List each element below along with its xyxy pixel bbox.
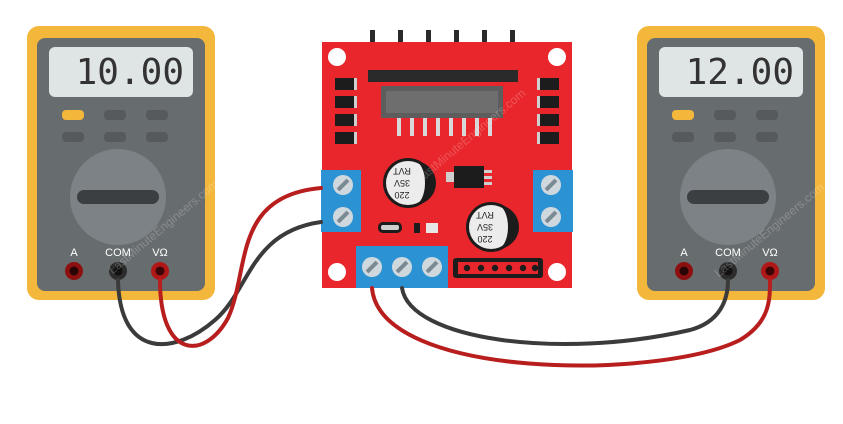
cap-label-series: RVT — [393, 166, 411, 176]
smd-component — [426, 223, 438, 233]
cap-label-series: RVT — [476, 210, 494, 220]
capacitor-1: 220 35V RVT — [383, 158, 436, 208]
terminal-label-a: A — [680, 247, 688, 259]
function-button[interactable] — [714, 132, 736, 142]
screw-terminal-right[interactable] — [533, 170, 573, 232]
function-button[interactable] — [714, 110, 736, 120]
wires — [116, 186, 772, 368]
cap-label-voltage: 35V — [477, 222, 493, 232]
chip-pins — [397, 118, 492, 136]
mode-button[interactable] — [62, 110, 84, 120]
terminal-label-com: COM — [715, 247, 741, 259]
mounting-hole — [328, 48, 346, 66]
heatsink-bar — [368, 70, 518, 82]
smd-component — [414, 223, 420, 233]
lcd-display — [49, 47, 193, 97]
dial-pointer — [77, 190, 159, 204]
function-button[interactable] — [756, 132, 778, 142]
wire-right-black — [400, 278, 730, 347]
function-button[interactable] — [146, 132, 168, 142]
function-button[interactable] — [104, 132, 126, 142]
terminal-label-a: A — [70, 247, 78, 259]
terminal-label-com: COM — [105, 247, 131, 259]
multimeter-right: 12.00 A COM VΩ — [637, 26, 825, 300]
capacitor-2: 220 35V RVT — [466, 202, 519, 252]
power-terminal-bottom[interactable] — [356, 246, 448, 288]
cap-label-value: 220 — [394, 190, 409, 200]
mode-button[interactable] — [672, 110, 694, 120]
terminal-label-v: VΩ — [152, 247, 168, 259]
multimeter-left: 10.00 A COM VΩ — [27, 26, 215, 300]
lcd-display — [659, 47, 803, 97]
header-pins[interactable] — [453, 258, 543, 278]
cap-label-value: 220 — [477, 234, 492, 244]
wire-left-red — [158, 186, 323, 348]
mounting-hole — [548, 263, 566, 281]
cap-label-voltage: 35V — [394, 178, 410, 188]
motor-driver-board: 220 35V RVT 220 35V RVT — [321, 30, 573, 288]
function-button[interactable] — [146, 110, 168, 120]
wire-right-red — [370, 278, 772, 368]
function-button[interactable] — [672, 132, 694, 142]
terminal-label-v: VΩ — [762, 247, 778, 259]
wire-left-black — [116, 220, 323, 347]
function-button[interactable] — [62, 132, 84, 142]
voltage-regulator — [446, 166, 492, 188]
dial-pointer — [687, 190, 769, 204]
diode-column-right — [537, 78, 559, 144]
lcd-reading: 10.00 — [76, 52, 184, 93]
lcd-reading: 12.00 — [686, 52, 794, 93]
function-button[interactable] — [756, 110, 778, 120]
mounting-hole — [548, 48, 566, 66]
diode-column-left — [335, 78, 357, 144]
function-button[interactable] — [104, 110, 126, 120]
screw-terminal-left[interactable] — [321, 170, 361, 232]
mounting-hole — [328, 263, 346, 281]
